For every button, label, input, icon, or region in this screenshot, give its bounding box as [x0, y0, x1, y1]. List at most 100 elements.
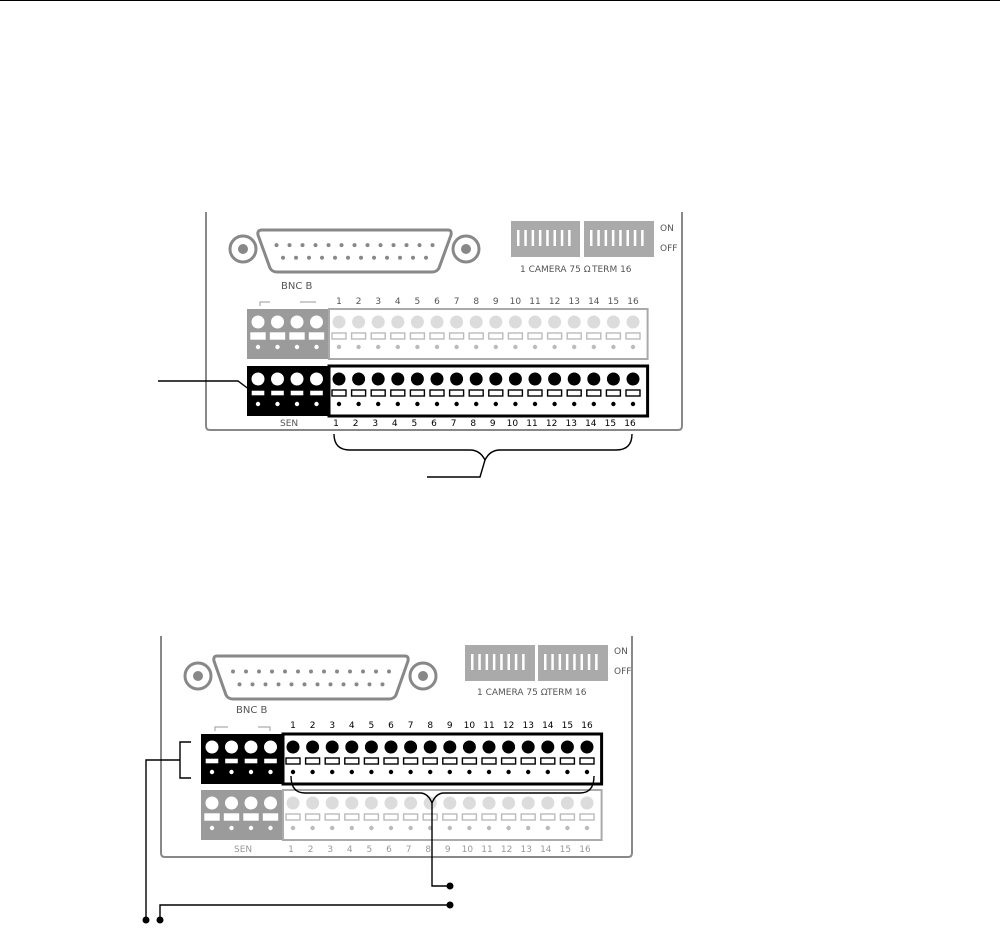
channel-screw — [502, 796, 516, 810]
sensor-screw — [271, 315, 284, 329]
channel-number: 10 — [510, 297, 522, 307]
db25-pin — [307, 255, 312, 260]
channel-clamp — [605, 389, 622, 397]
channel-hole — [388, 769, 394, 775]
channel-hole — [336, 344, 342, 350]
dip-lever — [597, 230, 600, 246]
channel-number: 7 — [454, 297, 460, 307]
channel-hole — [356, 401, 361, 407]
db25-pin — [361, 669, 365, 674]
db25-pin — [276, 682, 281, 687]
channel-hole — [447, 769, 452, 775]
lower-terminal-block — [247, 364, 650, 418]
channel-number: 7 — [408, 721, 414, 731]
db25-pin — [320, 255, 325, 260]
channel-screw — [580, 796, 594, 810]
channel-number: 4 — [395, 297, 401, 307]
channel-hole — [611, 401, 616, 407]
channel-hole — [467, 825, 472, 831]
db25-pin — [372, 255, 377, 260]
channel-screw — [626, 315, 640, 329]
db25-pin — [289, 682, 294, 687]
sensor-clamp — [289, 389, 305, 397]
sensor-clamp — [308, 332, 325, 340]
sensor-bracket-mark — [259, 301, 270, 306]
channel-number: 2 — [356, 297, 362, 307]
channel-number: 6 — [388, 721, 394, 731]
dip-lever — [492, 654, 496, 670]
channel-number: 13 — [520, 845, 531, 855]
channel-clamp — [363, 813, 380, 821]
db25-pins — [231, 669, 391, 687]
dip-lever — [595, 654, 598, 670]
channel-clamp — [285, 757, 301, 765]
channel-hole — [330, 825, 335, 831]
bnc-label: BNC B — [236, 705, 268, 716]
panel-outline — [205, 212, 683, 431]
channel-number: 15 — [605, 419, 616, 429]
channel-hole — [552, 344, 557, 350]
channel-number: 8 — [470, 419, 476, 429]
channel-hole — [513, 344, 518, 350]
channel-screw — [469, 315, 483, 329]
channel-screw — [332, 315, 346, 329]
dip-lever — [553, 230, 556, 246]
channel-screw — [345, 796, 359, 810]
db25-pin — [294, 255, 299, 260]
channel-hole — [474, 401, 479, 407]
channel-number: 2 — [308, 845, 314, 855]
channel-screw — [450, 372, 464, 386]
dip-lever — [565, 654, 569, 670]
channel-hole — [336, 401, 342, 407]
channel-number: 5 — [415, 297, 421, 307]
switch-term-label: TERM 16 — [591, 265, 632, 275]
channel-number: 16 — [579, 845, 591, 855]
dip-switch-camera — [511, 221, 580, 257]
channel-clamp — [422, 757, 438, 765]
channel-screw — [450, 315, 464, 329]
channel-number: 13 — [565, 419, 576, 429]
db25-pin — [263, 682, 268, 687]
channel-screw — [443, 740, 457, 754]
dip-lever — [500, 654, 503, 670]
db25-pin — [283, 669, 287, 674]
channel-number: 15 — [562, 721, 573, 731]
channel-clamp — [488, 332, 504, 340]
sensor-screw — [225, 796, 238, 810]
db25-pin — [270, 669, 274, 674]
channel-hole — [526, 769, 531, 775]
channel-number: 2 — [353, 419, 359, 429]
sensor-screw — [290, 372, 304, 386]
sensor-bracket-mark — [214, 726, 228, 731]
channel-clamp — [520, 813, 536, 821]
sensor-screw — [271, 372, 284, 386]
channel-number: 10 — [464, 721, 476, 731]
channel-clamp — [370, 332, 386, 340]
channel-clamp — [344, 813, 360, 821]
channel-screw — [626, 372, 640, 386]
db25-pin — [411, 255, 416, 260]
db25-pin — [315, 682, 320, 687]
channel-clamp — [461, 757, 478, 765]
channel-screw — [371, 372, 385, 386]
channel-hole — [506, 825, 511, 831]
channel-number: 14 — [585, 419, 597, 429]
switch-camera-label: 1 CAMERA 75 Ω — [520, 265, 591, 275]
channel-clamp — [559, 813, 576, 821]
sensor-screw — [244, 740, 258, 754]
channel-clamp — [324, 813, 340, 821]
db25-pin — [231, 669, 235, 674]
sensor-clamp — [223, 757, 240, 765]
channel-number: 8 — [473, 297, 479, 307]
db25-pin — [417, 243, 422, 248]
dip-lever — [558, 654, 562, 670]
channel-clamp — [324, 757, 340, 765]
dip-lever — [507, 654, 510, 670]
channel-hole — [591, 344, 596, 350]
channel-clamp — [409, 332, 426, 340]
db25-pin — [250, 682, 255, 687]
channel-screw — [286, 796, 300, 810]
